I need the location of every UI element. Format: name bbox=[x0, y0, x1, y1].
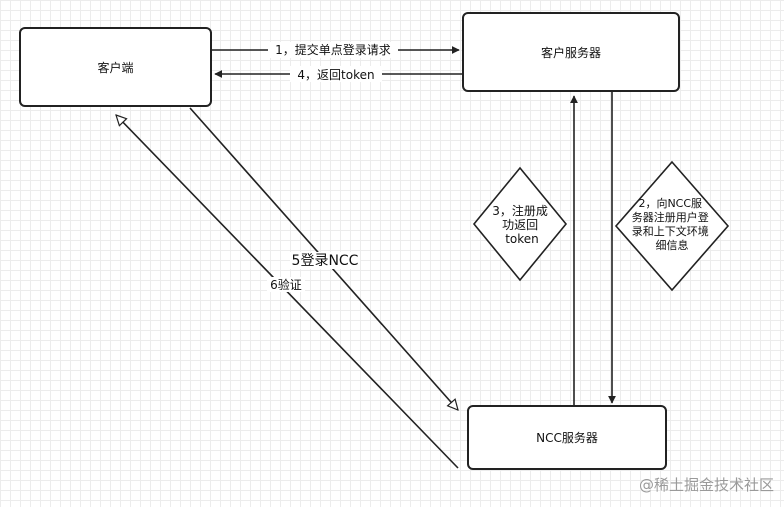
edge-6-label: 6验证 bbox=[270, 277, 302, 292]
client-server-box: 客户服务器 bbox=[462, 12, 680, 92]
ncc-server-box: NCC服务器 bbox=[467, 405, 667, 470]
edge-3-decision bbox=[472, 166, 568, 282]
edge-2-label: 2，向NCC服 务器注册用户登 录和上下文环境 细信息 bbox=[632, 196, 713, 252]
edge-3-line-3: token bbox=[505, 232, 539, 246]
edge-3-label: 3，注册成 功返回 token bbox=[492, 203, 551, 246]
edge-4-label: 4，返回token bbox=[297, 68, 374, 82]
edge-2-line-4: 细信息 bbox=[656, 238, 689, 252]
client-box: 客户端 bbox=[19, 27, 212, 107]
ncc-server-label: NCC服务器 bbox=[536, 431, 598, 445]
edge-1-label: 1，提交单点登录请求 bbox=[275, 42, 391, 57]
edge-3-line-1: 3，注册成 bbox=[492, 203, 548, 218]
edge-3-line-2: 功返回 bbox=[502, 218, 538, 232]
watermark: @稀土掘金技术社区 bbox=[638, 476, 774, 494]
edge-2-decision bbox=[614, 160, 730, 292]
edge-2-line-1: 2，向NCC服 bbox=[638, 196, 702, 210]
edge-2-line-3: 录和上下文环境 bbox=[632, 224, 709, 238]
client-server-label: 客户服务器 bbox=[540, 45, 601, 60]
edge-2-line-2: 务器注册用户登 bbox=[632, 210, 709, 224]
edge-5-label: 5登录NCC bbox=[292, 253, 359, 269]
client-label: 客户端 bbox=[97, 60, 134, 75]
